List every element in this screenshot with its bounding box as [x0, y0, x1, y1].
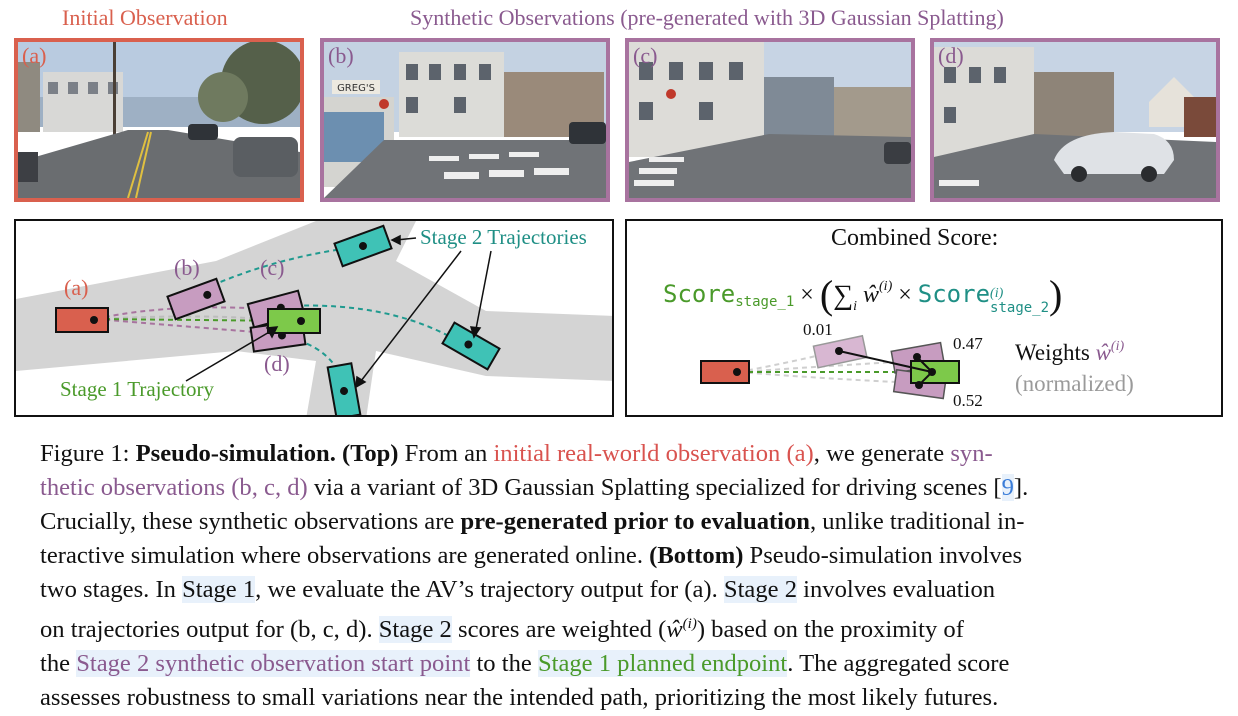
score-stage2-sub: stage_2	[990, 300, 1050, 316]
times-sign-1: ×	[800, 282, 814, 308]
traj-c	[95, 315, 282, 322]
caption-line-5: two stages. In Stage 1, we evaluate the …	[40, 576, 996, 603]
combined-score-title: Combined Score:	[831, 225, 999, 251]
caption-line-7: the Stage 2 synthetic observation start …	[40, 650, 1010, 678]
score-stage1-sub: stage_1	[735, 294, 795, 310]
photo-a: (a)	[14, 38, 304, 202]
combined-score-panel: Combined Score: Scorestage_1 × (∑i ŵ(i) …	[625, 219, 1223, 417]
citation-link[interactable]: 9	[1001, 474, 1014, 501]
vehicle-b	[166, 277, 226, 321]
street-scene-b: GREG'S	[324, 42, 606, 198]
street-scene-a	[18, 42, 300, 198]
photo-c: (c)	[625, 38, 915, 202]
stage2-car-2	[441, 321, 501, 371]
diagram-label-b: (b)	[174, 255, 200, 280]
stage2-car-1	[333, 224, 393, 268]
photo-label-a: (a)	[22, 43, 47, 68]
figure-caption: Figure 1: Pseudo-simulation. (Top) From …	[40, 437, 1226, 715]
diagram-label-d: (d)	[264, 351, 290, 376]
score-stage2-sup: (i)	[990, 286, 1004, 301]
trajectory-diagram-panel: (a) (b) (c) (d) Stage 2 Trajectories Sta…	[14, 219, 614, 417]
close-paren: )	[1049, 272, 1063, 317]
street-scene-d	[934, 42, 1216, 198]
photo-b: GREG'S (b)	[320, 38, 610, 202]
stage2-trajectories-label: Stage 2 Trajectories	[420, 225, 587, 249]
weight-superscript: (i)	[879, 279, 893, 294]
diagram-label-a: (a)	[64, 275, 89, 300]
photo-d: (d)	[930, 38, 1220, 202]
photo-label-d: (d)	[938, 43, 964, 68]
weight-value-3: 0.52	[953, 391, 983, 410]
trajectory-diagram	[16, 221, 612, 415]
weight-hat-w: ŵ	[863, 282, 880, 308]
caption-line-6: on trajectories output for (b, c, d). St…	[40, 616, 964, 644]
caption-line-3: Crucially, these synthetic observations …	[40, 508, 1025, 535]
sum-symbol: ∑	[833, 280, 854, 311]
photo-label-c: (c)	[633, 43, 658, 68]
caption-line-2: thetic observations (b, c, d) via a vari…	[40, 474, 1029, 501]
score-formula: Scorestage_1 × (∑i ŵ(i) × Score(i)stage_…	[663, 265, 1062, 329]
weight-value-1: 0.01	[803, 320, 833, 339]
street-scene-c	[629, 42, 911, 198]
traj-d	[95, 318, 282, 335]
weight-value-2: 0.47	[953, 334, 983, 353]
caption-line-8: assesses robustness to small variations …	[40, 684, 999, 712]
diagram-label-c: (c)	[260, 255, 285, 280]
storefront-sign: GREG'S	[337, 83, 375, 94]
score-stage2-word: Score	[917, 280, 991, 308]
normalized-label: (normalized)	[1015, 371, 1134, 396]
stage2-car-3	[326, 362, 362, 415]
vehicle-a	[55, 307, 109, 333]
stage1-trajectory-label: Stage 1 Trajectory	[60, 377, 214, 401]
weights-label: Weights ŵ(i)	[1015, 339, 1125, 365]
score-stage1-word: Score	[663, 280, 736, 308]
stage1-trajectory-path	[95, 318, 302, 322]
weights-diagram	[700, 334, 960, 400]
sum-index: i	[853, 299, 857, 314]
synthetic-observations-header: Synthetic Observations (pre-generated wi…	[410, 5, 1004, 30]
caption-line-4: teractive simulation where observations …	[40, 542, 1023, 569]
photo-label-b: (b)	[328, 43, 354, 68]
open-paren: (	[819, 272, 834, 317]
initial-observation-header: Initial Observation	[62, 5, 228, 30]
caption-line-1: Figure 1: Pseudo-simulation. (Top) From …	[40, 440, 993, 467]
times-sign-2: ×	[898, 282, 912, 308]
stage2-traj-2	[285, 304, 467, 347]
